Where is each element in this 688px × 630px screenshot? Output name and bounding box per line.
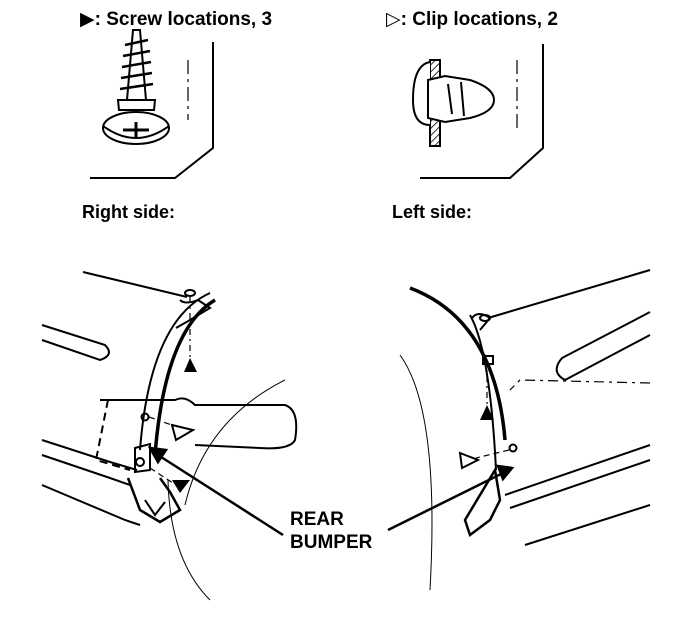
rear-bumper-leaders xyxy=(147,446,515,537)
right-side-label: Right side: xyxy=(82,202,175,222)
screw-location-marker xyxy=(480,360,494,420)
rear-bumper-line2: BUMPER xyxy=(290,531,373,553)
clip-detail-box xyxy=(420,44,544,179)
screw-symbol-icon: ▶ xyxy=(80,9,95,30)
screw-legend-label: : Screw locations, 3 xyxy=(94,9,273,30)
screw-icon xyxy=(102,29,170,145)
clip-location-marker xyxy=(148,416,196,442)
clip-icon xyxy=(411,59,496,147)
clip-symbol-icon: ▷ xyxy=(386,9,401,30)
screw-location-marker xyxy=(184,297,197,372)
right-side-view xyxy=(41,271,298,601)
screw-detail-box xyxy=(90,42,214,179)
clip-legend-label: : Clip locations, 2 xyxy=(400,9,558,30)
screw-legend: ▶: Screw locations, 3 xyxy=(80,10,272,29)
screw-location-marker xyxy=(149,467,190,493)
left-side-view xyxy=(399,269,651,591)
rear-bumper-line1: REAR xyxy=(290,509,344,530)
clip-location-marker xyxy=(458,449,510,470)
clip-legend: ▷: Clip locations, 2 xyxy=(386,10,558,29)
left-side-label: Left side: xyxy=(392,202,473,222)
rear-bumper-callout: REAR BUMPER xyxy=(290,509,372,555)
